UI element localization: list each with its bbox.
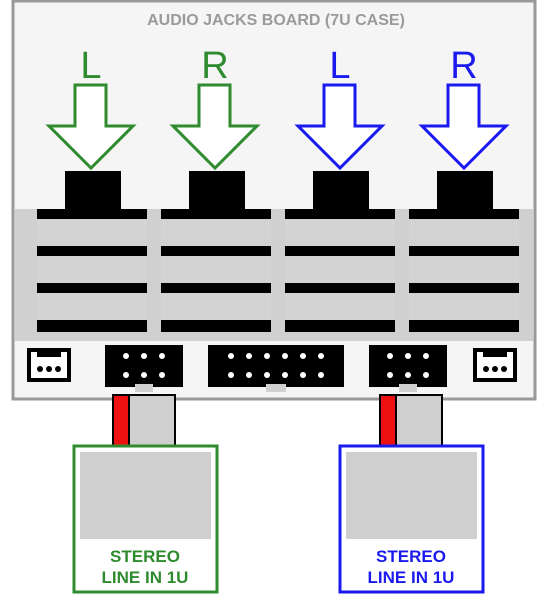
jack-stripe — [409, 283, 519, 293]
stereo-line-in-module-blue: STEREO LINE IN 1U — [338, 444, 485, 594]
down-arrow-icon — [418, 83, 510, 171]
channel-label-2: R — [201, 45, 228, 87]
channel-label-4: R — [450, 45, 477, 87]
board-title: AUDIO JACKS BOARD (7U CASE) — [147, 12, 405, 29]
jack-stripe — [409, 320, 519, 332]
audio-jack-1 — [37, 171, 147, 333]
channel-label-1: L — [80, 45, 101, 87]
audio-jack-2 — [161, 171, 271, 333]
right-3-pin-connector — [473, 348, 517, 382]
jack-body — [409, 209, 519, 333]
module-panel — [80, 452, 211, 539]
jack-arrow-3: L — [294, 45, 386, 171]
jack-stripe — [285, 283, 395, 293]
audio-jack-4 — [409, 171, 519, 333]
down-arrow-icon — [294, 83, 386, 171]
jack-stripe — [37, 320, 147, 332]
jack-stripe — [409, 246, 519, 256]
jack-stripe — [161, 209, 271, 219]
jack-body — [285, 209, 395, 333]
module-label-line1: STEREO — [110, 547, 180, 566]
module-label-line1: STEREO — [376, 547, 446, 566]
jack-stripe — [161, 320, 271, 332]
down-arrow-icon — [45, 83, 137, 171]
jack-stripe — [161, 283, 271, 293]
left-3-pin-connector — [27, 348, 71, 382]
jack-stripe — [37, 209, 147, 219]
jack-arrow-4: R — [418, 45, 510, 171]
jack-body — [161, 209, 271, 333]
stereo-line-in-module-green: STEREO LINE IN 1U — [72, 444, 219, 594]
left-ribbon-cable — [112, 394, 176, 448]
module-label-line2: LINE IN 1U — [368, 568, 455, 587]
right-6-pin-header — [369, 345, 447, 392]
jack-stripe — [37, 246, 147, 256]
jack-stripe — [285, 246, 395, 256]
jack-plug-top — [437, 171, 493, 211]
jack-body — [37, 209, 147, 333]
jack-stripe — [409, 209, 519, 219]
down-arrow-icon — [169, 83, 261, 171]
center-12-pin-header — [208, 345, 344, 392]
jack-plug-top — [65, 171, 121, 211]
module-label-line2: LINE IN 1U — [102, 568, 189, 587]
left-6-pin-header — [105, 345, 183, 392]
jack-stripe — [161, 246, 271, 256]
jack-arrow-1: L — [45, 45, 137, 171]
module-panel — [346, 452, 477, 539]
jack-plug-top — [313, 171, 369, 211]
jack-arrow-2: R — [169, 45, 261, 171]
audio-jack-3 — [285, 171, 395, 333]
jack-plug-top — [189, 171, 245, 211]
jack-stripe — [37, 283, 147, 293]
channel-label-3: L — [329, 45, 350, 87]
jack-stripe — [285, 320, 395, 332]
jack-stripe — [285, 209, 395, 219]
right-ribbon-cable — [379, 394, 443, 448]
